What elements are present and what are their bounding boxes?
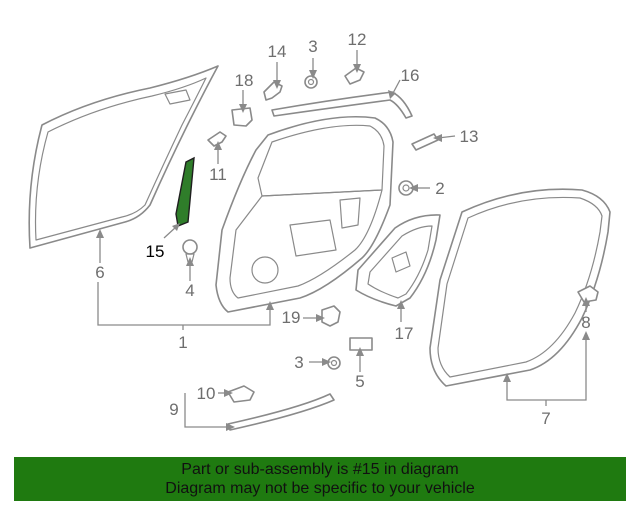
- callout-14: 14: [268, 42, 287, 61]
- callout-4: 4: [185, 281, 194, 300]
- part-19-clip[interactable]: [321, 305, 341, 327]
- callout-11: 11: [209, 165, 227, 184]
- part-info-banner: Part or sub-assembly is #15 in diagram D…: [14, 457, 626, 501]
- part-18-clip[interactable]: [231, 107, 253, 127]
- leader-arrowheads: [96, 64, 590, 431]
- part-8-clip[interactable]: [577, 285, 599, 303]
- part-3-grommet-upper[interactable]: [304, 75, 318, 89]
- callout-18: 18: [235, 71, 254, 90]
- part-9-lower-molding[interactable]: [227, 393, 335, 431]
- callout-3-lower: 3: [294, 353, 303, 372]
- callout-17: 17: [395, 324, 414, 343]
- part-15-window-frame-trim[interactable]: [175, 156, 195, 227]
- part-17-inner-module[interactable]: [355, 214, 441, 307]
- part-16-upper-molding[interactable]: [271, 91, 413, 119]
- callout-3-upper: 3: [308, 37, 317, 56]
- callout-labels: 1 2 3 3 4 5 6 7 8 9 10 11 12 13 14 15 16…: [95, 30, 590, 428]
- part-12-clip[interactable]: [344, 67, 365, 85]
- callout-16: 16: [401, 66, 420, 85]
- callout-7: 7: [541, 409, 550, 428]
- leader-lines: [97, 50, 587, 428]
- part-14-bracket[interactable]: [263, 81, 283, 101]
- callout-12: 12: [348, 30, 367, 49]
- exploded-door-diagram: 1 2 3 3 4 5 6 7 8 9 10 11 12 13 14 15 16…: [28, 30, 611, 431]
- callout-2: 2: [435, 179, 444, 198]
- part-1-door-frame[interactable]: [215, 115, 394, 313]
- callout-5: 5: [355, 372, 364, 391]
- callout-15-highlighted: 15: [146, 242, 165, 261]
- banner-line-disclaimer: Diagram may not be specific to your vehi…: [165, 480, 475, 497]
- callout-10: 10: [197, 384, 216, 403]
- callout-9: 9: [169, 400, 178, 419]
- callout-1: 1: [178, 333, 187, 352]
- callout-6: 6: [95, 263, 104, 282]
- part-11-clip[interactable]: [207, 131, 227, 147]
- part-5-seal-pad[interactable]: [349, 337, 373, 351]
- part-6-door-outer-panel[interactable]: [28, 65, 219, 249]
- part-13-clip[interactable]: [411, 133, 439, 151]
- callout-13: 13: [460, 127, 479, 146]
- part-10-clip[interactable]: [227, 385, 255, 403]
- part-7-weatherstrip[interactable]: [429, 188, 611, 387]
- callout-8: 8: [581, 313, 590, 332]
- part-3-grommet-lower[interactable]: [327, 356, 341, 370]
- callout-19: 19: [282, 308, 301, 327]
- banner-line-part-info: Part or sub-assembly is #15 in diagram: [181, 461, 459, 478]
